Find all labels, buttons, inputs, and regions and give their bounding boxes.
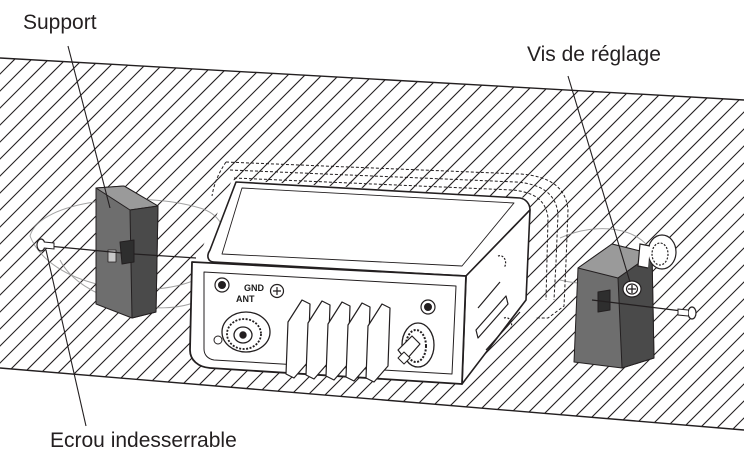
lock-nut-left <box>36 238 123 254</box>
ant-label: ANT <box>236 294 255 304</box>
label-adjustment-screw: Vis de réglage <box>527 43 661 66</box>
front-screw-gnd <box>269 283 285 299</box>
front-screw-left <box>214 277 230 293</box>
gnd-label: GND <box>244 283 265 293</box>
adjustment-knob <box>637 234 677 270</box>
power-connector <box>397 322 435 368</box>
heatsink-fins <box>285 299 391 383</box>
support-bracket-left <box>95 185 159 319</box>
axis-line-left <box>133 253 197 259</box>
leader-lines <box>45 45 631 427</box>
antenna-connector <box>221 311 271 353</box>
label-support: Support <box>23 11 97 34</box>
front-screw-right <box>420 299 436 315</box>
sleeve-dashed-outline <box>211 161 569 319</box>
radio-unit: GND ANT <box>189 181 531 385</box>
label-lock-nut: Ecrou indesserrable <box>50 429 237 452</box>
bolt-right <box>591 299 697 320</box>
front-screw-bottom-left <box>213 335 223 345</box>
adjustment-screw <box>622 280 642 298</box>
